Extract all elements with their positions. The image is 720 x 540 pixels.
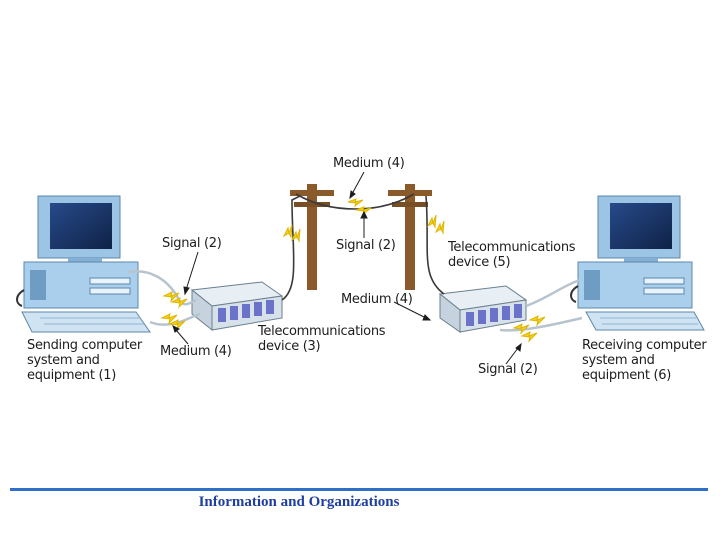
telecom-device-right-icon	[438, 285, 528, 333]
footer-divider	[10, 488, 708, 491]
label-signal-left: Signal (2)	[162, 236, 222, 251]
signal-bolts	[160, 198, 546, 343]
footer-caption: Information and Organizations	[0, 494, 720, 511]
pointer-arrows	[172, 171, 522, 365]
footer-caption-text: Information and Organizations	[198, 494, 400, 510]
label-signal-center: Signal (2)	[336, 238, 396, 253]
label-receiving-computer: Receiving computer system and equipment …	[582, 338, 707, 383]
sending-computer-icon	[16, 195, 151, 333]
telecom-device-left-icon	[190, 281, 284, 332]
label-medium-top: Medium (4)	[333, 156, 405, 171]
telephone-pole-right-icon	[388, 184, 432, 290]
label-signal-bottom: Signal (2)	[478, 362, 538, 377]
label-sending-computer: Sending computer system and equipment (1…	[27, 338, 142, 383]
label-medium-middle: Medium (4)	[341, 292, 413, 307]
label-medium-left: Medium (4)	[160, 344, 232, 359]
cable-lines	[127, 193, 583, 332]
telephone-pole-left-icon	[290, 184, 334, 290]
receiving-computer-icon	[570, 195, 705, 331]
communication-system-diagram	[16, 171, 705, 365]
label-telecom-device-left: Telecommunications device (3)	[258, 324, 386, 354]
label-telecom-device-right: Telecommunications device (5)	[448, 240, 576, 270]
